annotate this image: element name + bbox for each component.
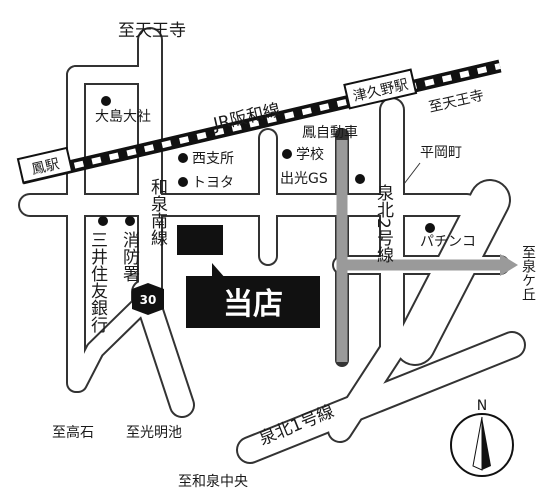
shop-label: 当店 xyxy=(223,287,283,322)
pachinko-label: パチンコ xyxy=(420,234,476,250)
toyota-label: トヨタ xyxy=(192,175,234,191)
landmark-dots xyxy=(98,96,435,233)
pachinko-dot xyxy=(425,223,435,233)
dest-izumigaoka-label: 至泉ケ丘 xyxy=(520,245,536,301)
expressway xyxy=(336,140,500,362)
dest-east-rail-label: 至天王寺 xyxy=(427,88,485,116)
nishishi-dot xyxy=(178,153,188,163)
railway-line xyxy=(20,59,502,185)
bank-label: 三井住友銀行 xyxy=(87,231,108,334)
hiraokacho-leader xyxy=(403,162,421,185)
shop-callout: 当店 xyxy=(186,263,320,328)
fire-station-label: 消防署 xyxy=(119,231,140,282)
gas-dot xyxy=(355,174,365,184)
nishishi-label: 西支所 xyxy=(192,151,234,167)
north-label: N xyxy=(477,398,487,414)
school-dot xyxy=(282,149,292,159)
toyota-dot xyxy=(178,177,188,187)
route-badge: 30 xyxy=(132,283,164,315)
dest-takaishi-label: 至高石 xyxy=(52,424,94,441)
route-number: 30 xyxy=(140,293,157,307)
station-east: 津久野駅 xyxy=(343,68,418,110)
bank-dot xyxy=(98,216,108,226)
station-west-label: 鳳駅 xyxy=(30,156,61,178)
shop-building xyxy=(177,225,223,255)
school-label: 学校 xyxy=(296,146,324,163)
shrine-label: 大島大社 xyxy=(95,109,151,125)
road-wasen-nan-label: 和泉南線 xyxy=(147,178,168,246)
top-destination-label: 至天王寺 xyxy=(118,21,186,41)
road-senboku2-label: 泉北2号線 xyxy=(373,184,394,263)
dealer-label: 鳳自動車 xyxy=(302,124,358,141)
dest-komyoike-label: 至光明池 xyxy=(126,425,182,441)
station-west: 鳳駅 xyxy=(16,146,74,184)
shrine-dot xyxy=(101,96,111,106)
hiraokacho-label: 平岡町 xyxy=(420,145,462,161)
compass: N xyxy=(450,398,514,477)
fire-station-dot xyxy=(125,216,135,226)
gas-label: 出光GS xyxy=(280,171,328,187)
east-arrow xyxy=(500,254,518,276)
dest-izumichuo-label: 至和泉中央 xyxy=(178,473,248,490)
